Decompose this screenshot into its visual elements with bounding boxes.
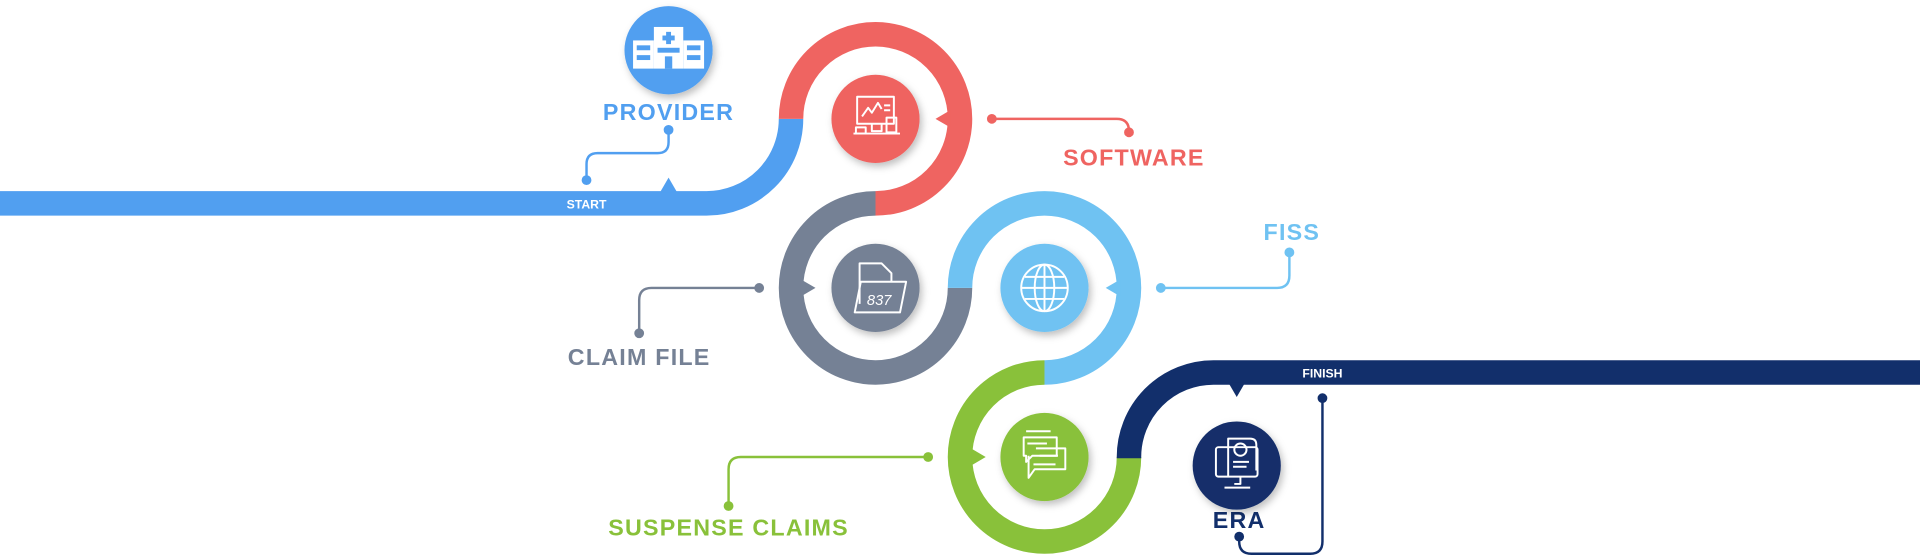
finish-label: FINISH bbox=[1302, 366, 1342, 380]
software-notch bbox=[935, 110, 951, 128]
finish-notch bbox=[1228, 382, 1246, 397]
provider-connector bbox=[581, 124, 674, 185]
era-label: ERA bbox=[1213, 507, 1266, 533]
computer-workstation-icon bbox=[831, 74, 920, 163]
payment-remittance-monitor-icon bbox=[1192, 421, 1281, 510]
suspense-claims-label: SUSPENSE CLAIMS bbox=[608, 514, 849, 540]
claim-file-connector bbox=[634, 283, 765, 339]
hospital-icon bbox=[624, 6, 713, 95]
claim-file-loop-band bbox=[778, 191, 973, 385]
fiss-notch bbox=[1105, 279, 1121, 297]
claim-file-label: CLAIM FILE bbox=[568, 344, 711, 370]
start-path-band bbox=[0, 118, 804, 216]
claim-file-notch bbox=[800, 279, 816, 297]
837-icon-text: 837 bbox=[867, 293, 892, 309]
finish-path-band bbox=[1116, 360, 1920, 459]
fiss-loop-band bbox=[947, 191, 1142, 385]
software-connector bbox=[986, 113, 1134, 138]
software-loop-band bbox=[778, 22, 973, 216]
provider-label: PROVIDER bbox=[603, 99, 734, 125]
suspense-notch bbox=[971, 448, 986, 466]
era-connector bbox=[1234, 393, 1328, 555]
start-label: START bbox=[567, 197, 607, 211]
suspense-loop-band bbox=[947, 360, 1142, 554]
837-file-folder-icon: 837 bbox=[831, 243, 920, 333]
suspense-connector bbox=[723, 452, 934, 511]
chat-bubbles-icon bbox=[1000, 412, 1089, 502]
software-label: SOFTWARE bbox=[1063, 144, 1205, 170]
start-notch bbox=[660, 177, 678, 193]
fiss-label: FISS bbox=[1264, 219, 1321, 245]
fiss-connector bbox=[1155, 247, 1295, 293]
globe-icon bbox=[1000, 243, 1089, 333]
